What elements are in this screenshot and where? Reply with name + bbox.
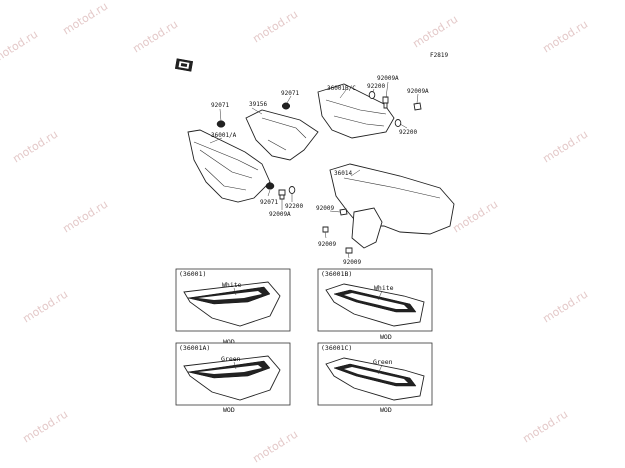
part-label: 92009 <box>318 241 336 248</box>
part-label: 36001B/C <box>327 85 356 92</box>
variant-code: (36001) <box>179 270 206 278</box>
part-label: 92009A <box>269 211 291 218</box>
part-label: 92009 <box>343 259 361 266</box>
part-label: 36001/A <box>211 132 237 139</box>
part-label: 92200 <box>367 83 385 90</box>
part-label: 92200 <box>399 129 417 136</box>
part-label: 39156 <box>249 101 267 108</box>
variant-note: WOD <box>380 406 392 414</box>
stripe-color: White <box>222 281 242 289</box>
part-label: 92071 <box>281 90 299 97</box>
variant-box-36001A: (36001A) Green WOD <box>175 342 291 414</box>
variant-code: (36001C) <box>321 344 352 352</box>
variant-code: (36001A) <box>179 344 210 352</box>
part-label: 92009A <box>377 75 399 82</box>
variant-note: WOD <box>223 338 235 346</box>
variant-code: (36001B) <box>321 270 352 278</box>
part-label: 92071 <box>260 199 278 206</box>
part-label: 92071 <box>211 102 229 109</box>
part-labels: 92071 39156 92071 36001B/C 92009A 92200 … <box>211 75 429 266</box>
chain-cover <box>329 163 455 249</box>
part-label: 92009A <box>407 88 429 95</box>
variant-note: WOD <box>380 333 392 341</box>
part-label: 92200 <box>285 203 303 210</box>
manufacturer-logo <box>174 58 194 72</box>
part-label: 92009 <box>316 205 334 212</box>
variant-box-36001C: (36001C) Green WOD <box>317 342 433 414</box>
variant-box-36001B: (36001B) White WOD <box>317 268 433 341</box>
right-side-cover <box>317 83 395 139</box>
figure-code: F2819 <box>430 52 448 59</box>
variant-note: WOD <box>223 406 235 414</box>
stripe-color: Green <box>221 355 241 363</box>
side-cover-bracket <box>245 109 319 161</box>
grommets-and-bolts <box>216 91 422 254</box>
variant-box-36001: (36001) White WOD <box>175 268 291 346</box>
stripe-color: White <box>374 284 394 292</box>
stripe-color: Green <box>373 358 393 366</box>
left-side-cover <box>187 129 271 203</box>
leader-lines <box>209 81 419 259</box>
part-label: 36014 <box>334 170 352 177</box>
